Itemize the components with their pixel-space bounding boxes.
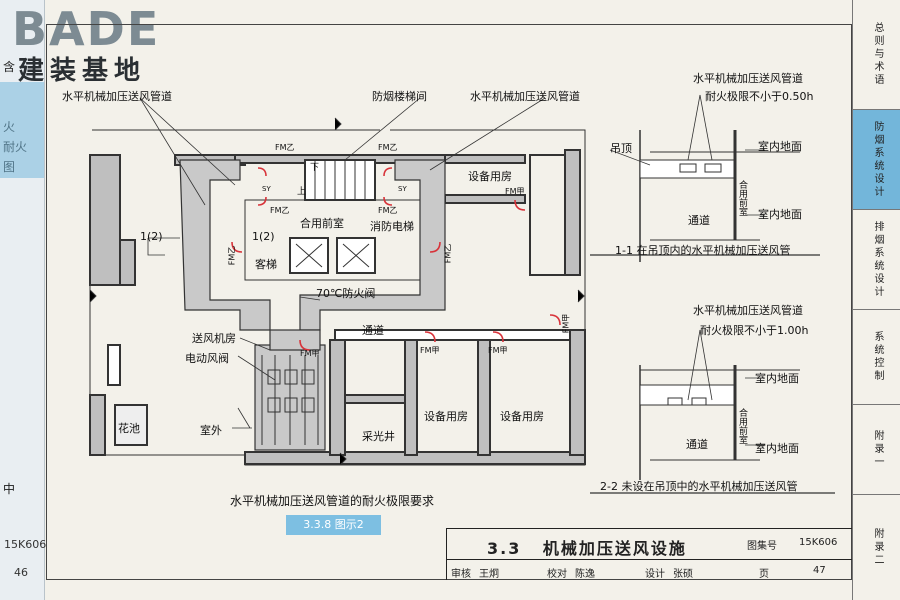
fan-room-label: 送风机房: [192, 332, 236, 345]
stair-label: 防烟楼梯间: [372, 90, 427, 103]
tab-system-control[interactable]: 系统控制: [853, 310, 900, 405]
watermark-logo: BADE 建装基地: [10, 2, 175, 86]
tab-smoke-exhaust[interactable]: 排烟系统设计: [853, 210, 900, 310]
duct-label-left: 水平机械加压送风管道: [62, 90, 172, 103]
section2-floor-bottom: 室内地面: [755, 442, 799, 455]
pressure-outlet-label: SY: [398, 185, 407, 193]
left-fragment: 含: [3, 60, 16, 74]
section-title: 机械加压送风设施: [542, 539, 687, 558]
design-label: 设计: [645, 569, 665, 580]
designer-name: 张硕: [673, 569, 693, 580]
section2-title: 2-2 未设在吊顶中的水平机械加压送风管: [600, 480, 798, 493]
title-block: 3.3 机械加压送风设施 图集号 15K606 审核 王炯 校对 陈逸 设计 张…: [446, 528, 853, 580]
reviewer-name: 王炯: [479, 569, 499, 580]
section-mark: 1(2): [252, 230, 275, 243]
section2-floor-top: 室内地面: [755, 372, 799, 385]
section1-ceiling-label: 吊顶: [610, 142, 632, 155]
passenger-elevator-label: 客梯: [255, 258, 277, 271]
section-mark: 1(2): [140, 230, 163, 243]
logo-cjk: 建装基地: [18, 56, 147, 86]
logo-latin: BADE: [12, 2, 161, 56]
anteroom-label: 合用前室: [300, 217, 344, 230]
equip-room-label: 设备用房: [424, 410, 468, 423]
section1-floor-top: 室内地面: [758, 140, 802, 153]
checker-name: 陈逸: [575, 569, 595, 580]
corridor-label: 通道: [362, 324, 384, 337]
atlas-label: 图集号: [747, 541, 777, 552]
lightwell-label: 采光井: [362, 430, 395, 443]
section1-anteroom: 合用前室: [737, 180, 747, 216]
tab-general[interactable]: 总则与术语: [853, 0, 900, 110]
fire-elevator-label: 消防电梯: [370, 220, 414, 233]
drawing-frame: [46, 24, 852, 580]
section2-anteroom: 合用前室: [737, 408, 747, 444]
door-fm-a: FM甲: [420, 346, 440, 355]
figure-tag: 3.3.8 图示2: [286, 515, 381, 535]
section1-fire-rating: 耐火极限不小于0.50h: [705, 90, 814, 103]
pressure-outlet-label: SY: [262, 185, 271, 193]
previous-page-number: 46: [14, 566, 28, 579]
tab-appendix-1[interactable]: 附录一: [853, 405, 900, 495]
door-fm-a: FM甲: [300, 349, 320, 358]
previous-atlas-code: 15K606: [4, 538, 47, 551]
check-label: 校对: [547, 569, 567, 580]
atlas-number: 15K606: [799, 537, 838, 548]
outdoor-label: 室外: [200, 424, 222, 437]
motor-damper-label: 电动风阀: [185, 352, 229, 365]
section2-corridor: 通道: [686, 438, 708, 451]
stair-up-label: 上: [297, 187, 307, 197]
title-block-heading: 3.3 机械加压送风设施: [487, 535, 687, 559]
door-fm-b: FM乙: [443, 243, 453, 264]
section1-duct-label: 水平机械加压送风管道: [693, 72, 803, 85]
section1-title: 1-1 在吊顶内的水平机械加压送风管: [615, 244, 791, 257]
equip-room-label: 设备用房: [500, 410, 544, 423]
duct-label-right: 水平机械加压送风管道: [470, 90, 580, 103]
chapter-tabs: 总则与术语 防烟系统设计 排烟系统设计 系统控制 附录一 附录二: [852, 0, 900, 600]
section-number: 3.3: [487, 539, 522, 558]
tab-smoke-prevention[interactable]: 防烟系统设计: [853, 110, 900, 210]
previous-page-tab: [0, 82, 44, 178]
section2-duct-label: 水平机械加压送风管道: [693, 304, 803, 317]
door-fm-b: FM乙: [227, 245, 237, 266]
section1-corridor: 通道: [688, 214, 710, 227]
equip-room-label: 设备用房: [468, 170, 512, 183]
flower-bed-label: 花池: [118, 422, 140, 435]
door-fm-a: FM甲: [488, 346, 508, 355]
review-label: 审核: [451, 569, 471, 580]
door-fm-b: FM乙: [275, 143, 295, 152]
section2-fire-rating: 耐火极限不小于1.00h: [700, 324, 809, 337]
plan-caption: 水平机械加压送风管道的耐火极限要求: [230, 494, 435, 508]
page-cell-number: 47: [813, 565, 826, 576]
stair-down-label: 下: [310, 163, 320, 173]
door-fm-a: FM甲: [505, 187, 525, 196]
left-fragment: 中: [3, 482, 16, 496]
section1-floor-bottom: 室内地面: [758, 208, 802, 221]
tab-appendix-2[interactable]: 附录二: [872, 528, 883, 567]
page-label: 页: [759, 569, 769, 580]
door-fm-b: FM乙: [378, 206, 398, 215]
door-fm-b: FM乙: [270, 206, 290, 215]
fire-damper-label: 70℃防火阀: [316, 287, 376, 300]
door-fm-b: FM乙: [378, 143, 398, 152]
door-fm-a: FM甲: [561, 313, 571, 334]
